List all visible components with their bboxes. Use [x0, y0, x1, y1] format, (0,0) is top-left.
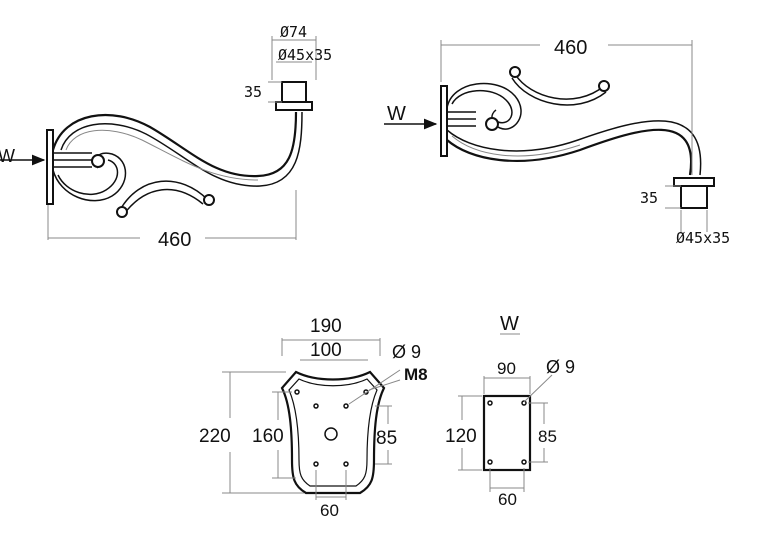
- base-plate-view: 190 100 Ø 9 M8 220 160 85 60: [199, 316, 428, 520]
- base-plate-hole-spacing-v-label: 85: [376, 428, 397, 449]
- base-plate-inner-height-label: 160: [252, 426, 284, 447]
- right-width-label: 460: [554, 37, 587, 59]
- base-plate-hole-diameter-label: Ø 9: [392, 342, 421, 362]
- right-upper-knob-1: [509, 66, 521, 78]
- left-top-diameter-label: Ø74: [280, 23, 307, 41]
- right-socket: [680, 185, 708, 209]
- wall-plate-height-label: 120: [445, 426, 477, 447]
- wall-plate-title: W: [500, 313, 519, 335]
- right-bracket-view: W 460 35 Ø45x35: [384, 37, 730, 247]
- right-main-arm: [446, 128, 693, 176]
- wall-plate-outline: [482, 394, 532, 472]
- wall-plate-hole-spacing-h-label: 60: [498, 490, 517, 509]
- left-main-arm: [51, 111, 298, 178]
- right-wall-label: W: [387, 103, 406, 125]
- base-plate-center-hole: [324, 427, 338, 441]
- wall-plate-hole-spacing-v-label: 85: [538, 427, 557, 446]
- base-plate-height-label: 220: [199, 426, 231, 447]
- right-upper-knob-2: [598, 80, 610, 92]
- right-curl-knob: [485, 117, 499, 131]
- left-lower-knob-1: [116, 206, 128, 218]
- wall-plate-view: W 90 Ø 9 120 85 60: [445, 313, 575, 509]
- wall-plate-hole-diameter-label: Ø 9: [546, 357, 575, 377]
- left-wall-plate: [46, 129, 54, 205]
- left-width-label: 460: [158, 229, 191, 251]
- base-plate-inner-width-label: 100: [310, 340, 342, 361]
- left-bracket-view: W 460 Ø74 Ø45x35 35: [0, 23, 332, 251]
- left-wall-label: W: [0, 146, 15, 166]
- left-socket-height-label: 35: [244, 83, 262, 101]
- wall-plate-width-label: 90: [497, 359, 516, 378]
- left-socket-size-label: Ø45x35: [278, 46, 332, 64]
- right-socket-size-label: Ø45x35: [676, 229, 730, 247]
- left-lower-knob-2: [203, 194, 215, 206]
- right-socket-height-label: 35: [640, 189, 658, 207]
- base-plate-width-label: 190: [310, 316, 342, 337]
- base-plate-hole-spacing-h-label: 60: [320, 501, 339, 520]
- right-wall-plate: [440, 85, 448, 157]
- left-curl-knob: [91, 154, 105, 168]
- base-plate-thread-label: M8: [404, 365, 428, 384]
- left-socket: [281, 81, 307, 103]
